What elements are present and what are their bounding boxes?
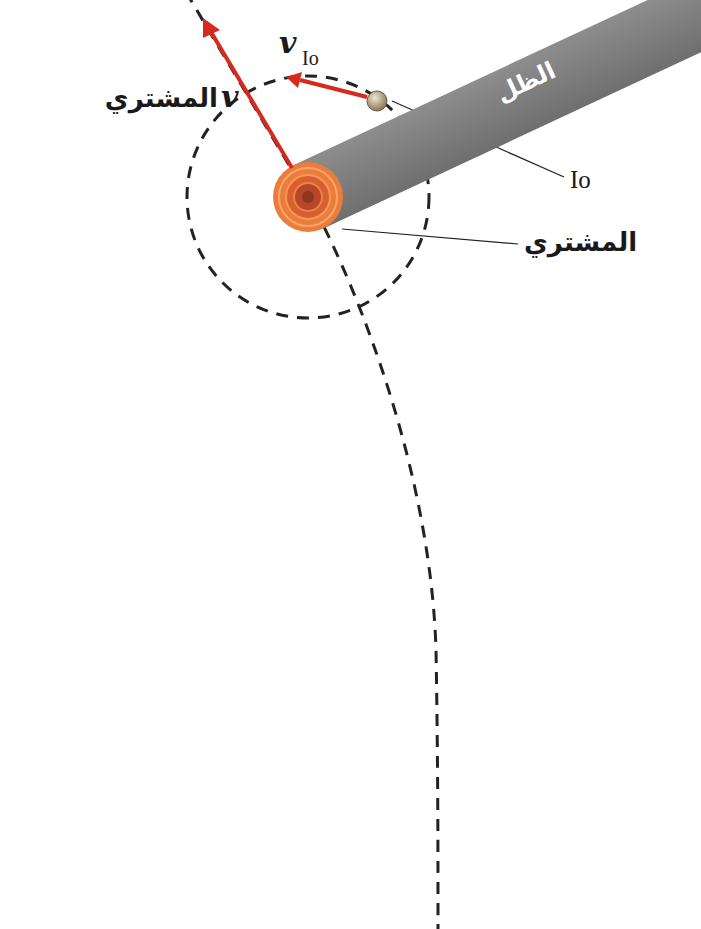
velocity-symbol: v (221, 80, 238, 113)
velocity-subscript: Io (302, 47, 319, 69)
shadow-band: الظل (293, 0, 701, 229)
velocity-arrow (203, 18, 292, 168)
velocity-symbol: v (279, 26, 296, 59)
velocity-arrow (286, 72, 367, 97)
planet-label: المشتري (524, 228, 637, 257)
io-moon (367, 91, 387, 111)
leader-line (342, 229, 518, 244)
moon-label: Io (570, 166, 591, 194)
shadow-label: الظل (492, 57, 560, 109)
jupiter-planet (273, 162, 343, 232)
planet-label: المشتري (105, 84, 218, 113)
